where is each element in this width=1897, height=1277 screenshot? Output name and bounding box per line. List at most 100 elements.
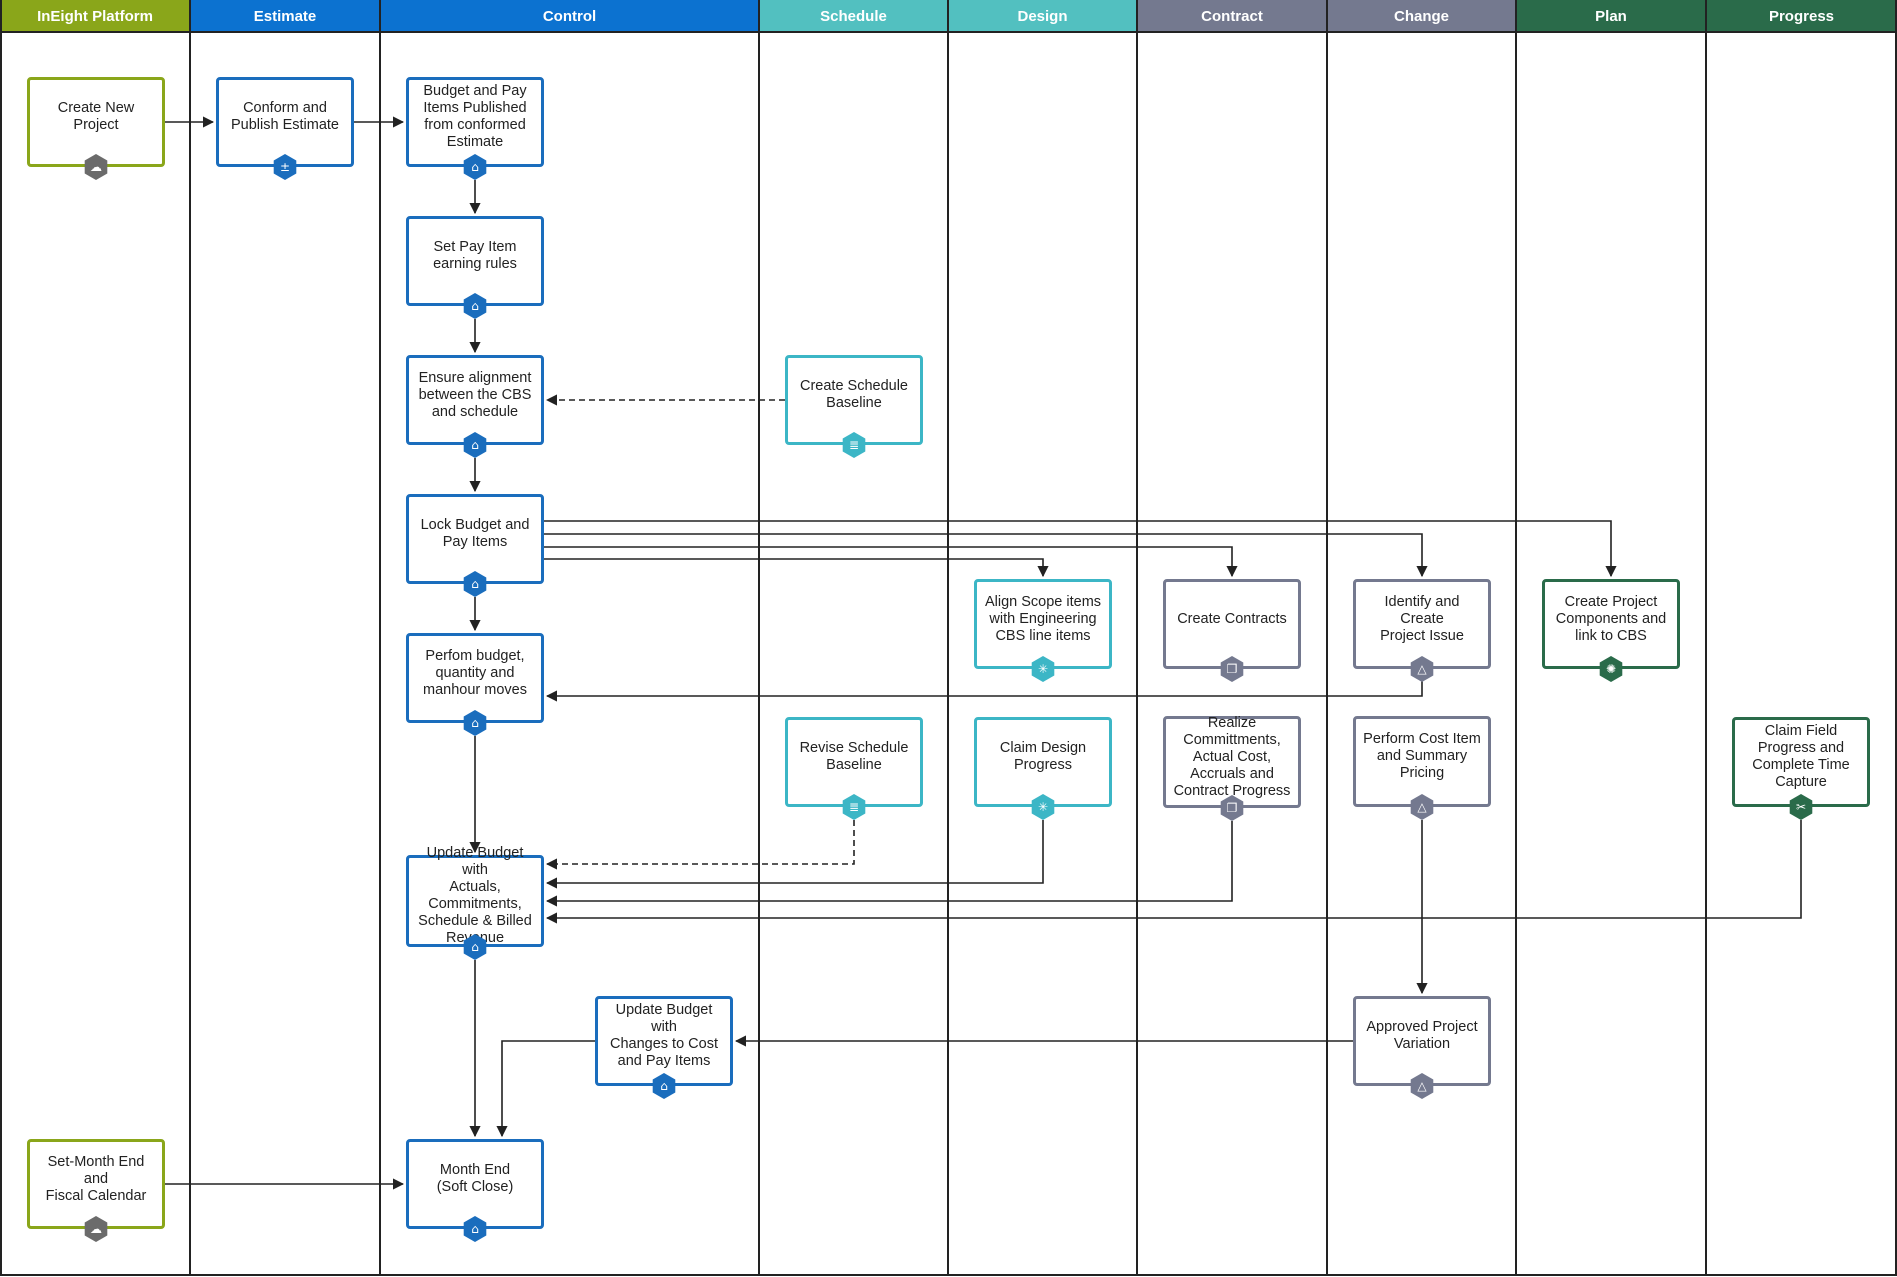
node-label: Create Project Components and link to CB… [1555, 593, 1667, 644]
node-label: Perform Cost Item and Summary Pricing [1363, 731, 1481, 781]
connector-revise-schedule-baseline-to-update-budget-actuals [545, 820, 855, 870]
connector-claim-design-progress-to-update-budget-actuals [545, 820, 1044, 889]
cloud-icon: ☁ [82, 1215, 110, 1243]
design-icon-glyph: ✳ [1037, 662, 1049, 676]
control-icon: ⌂ [461, 431, 489, 459]
connector-lock-budget-to-align-scope-items [544, 558, 1049, 578]
node-label: Claim Design Progress [999, 740, 1087, 773]
node-label: Update Budget with Changes to Cost and P… [609, 1002, 718, 1069]
control-icon: ⌂ [650, 1072, 678, 1100]
connector-claim-field-progress-to-update-budget-actuals [545, 820, 1802, 924]
node-set-month-end[interactable]: Set-Month End and Fiscal Calendar [27, 1139, 165, 1229]
change-icon-glyph: △ [1417, 662, 1427, 676]
node-realize-commitments[interactable]: Realize Committments, Actual Cost, Accru… [1163, 714, 1301, 808]
lane-header-label-contract: Contract [1201, 8, 1263, 25]
node-label: Ensure alignment between the CBS and sch… [418, 369, 532, 420]
control-icon-glyph: ⌂ [660, 1079, 668, 1093]
node-budget-pay-items-published[interactable]: Budget and Pay Items Published from conf… [406, 77, 544, 167]
node-perform-cost-item-pricing[interactable]: Perform Cost Item and Summary Pricing [1353, 716, 1491, 807]
node-create-project-components[interactable]: Create Project Components and link to CB… [1542, 579, 1680, 669]
lane-header-change [1327, 0, 1516, 32]
node-label: Budget and Pay Items Published from conf… [423, 83, 527, 150]
node-label: Update Budget with Actuals, Commitments,… [418, 845, 532, 946]
cloud-icon: ☁ [82, 153, 110, 181]
lane-header-label-progress: Progress [1769, 8, 1834, 25]
node-create-schedule-baseline[interactable]: Create Schedule Baseline [785, 355, 923, 445]
lane-header-control [380, 0, 759, 32]
node-label: Identify and Create Project Issue [1380, 593, 1464, 644]
lane-header-label-design: Design [1017, 8, 1067, 25]
node-update-budget-actuals[interactable]: Update Budget with Actuals, Commitments,… [406, 845, 544, 947]
lane-header-schedule [759, 0, 948, 32]
control-icon: ⌂ [461, 933, 489, 961]
lane-header-contract [1137, 0, 1327, 32]
node-label: Set-Month End and Fiscal Calendar [45, 1153, 147, 1204]
node-label: Claim Field Progress and Complete Time C… [1752, 723, 1850, 790]
node-label: Realize Committments, Actual Cost, Accru… [1173, 714, 1291, 799]
node-label: Conform and Publish Estimate [231, 100, 339, 133]
node-approved-project-variation[interactable]: Approved Project Variation [1353, 996, 1491, 1086]
node-set-pay-item-rules[interactable]: Set Pay Item earning rules [406, 216, 544, 306]
control-icon-glyph: ⌂ [471, 1222, 479, 1236]
control-icon-glyph: ⌂ [471, 940, 479, 954]
node-label: Align Scope items with Engineering CBS l… [984, 593, 1102, 644]
lane-header-design [948, 0, 1137, 32]
lane-header-label-plan: Plan [1595, 8, 1627, 25]
control-icon: ⌂ [461, 570, 489, 598]
schedule-icon: ≣ [840, 793, 868, 821]
design-icon: ✳ [1029, 793, 1057, 821]
connector-realize-commitments-to-update-budget-actuals [545, 821, 1233, 907]
lane-header-progress [1706, 0, 1897, 32]
schedule-icon-glyph: ≣ [848, 800, 860, 814]
node-label: Revise Schedule Baseline [799, 740, 909, 773]
calculator-icon-glyph: ± [279, 160, 291, 174]
node-lock-budget[interactable]: Lock Budget and Pay Items [406, 494, 544, 584]
connector-lock-budget-to-identify-project-issue [544, 533, 1428, 578]
lane-header-label-platform: InEight Platform [37, 8, 153, 25]
contract-icon-glyph: ❐ [1226, 662, 1238, 676]
contract-icon-glyph: ❐ [1226, 801, 1238, 815]
node-create-new-project[interactable]: Create New Project [27, 77, 165, 167]
node-label: Month End (Soft Close) [436, 1162, 514, 1195]
change-icon: △ [1408, 793, 1436, 821]
control-icon-glyph: ⌂ [471, 577, 479, 591]
lane-header-estimate [190, 0, 380, 32]
node-perform-budget-moves[interactable]: Perfom budget, quantity and manhour move… [406, 633, 544, 723]
node-label: Create New Project [57, 100, 135, 133]
lane-header-label-schedule: Schedule [820, 8, 887, 25]
connector-lock-budget-to-create-contracts [544, 546, 1238, 578]
node-label: Set Pay Item earning rules [433, 239, 517, 272]
lane-header-platform [0, 0, 190, 32]
control-icon: ⌂ [461, 709, 489, 737]
node-label: Create Contracts [1177, 610, 1287, 627]
schedule-icon: ≣ [840, 431, 868, 459]
control-icon-glyph: ⌂ [471, 299, 479, 313]
node-month-end-soft-close[interactable]: Month End (Soft Close) [406, 1139, 544, 1229]
node-label: Lock Budget and Pay Items [420, 517, 530, 550]
calculator-icon: ± [271, 153, 299, 181]
cloud-icon-glyph: ☁ [90, 160, 102, 174]
control-icon-glyph: ⌂ [471, 716, 479, 730]
design-icon: ✳ [1029, 655, 1057, 683]
design-icon-glyph: ✳ [1037, 800, 1049, 814]
schedule-icon-glyph: ≣ [848, 438, 860, 452]
cloud-icon-glyph: ☁ [90, 1222, 102, 1236]
connector-lock-budget-to-create-project-components [544, 520, 1617, 578]
control-icon: ⌂ [461, 153, 489, 181]
node-label: Perfom budget, quantity and manhour move… [423, 647, 527, 698]
lane-header-label-control: Control [543, 8, 596, 25]
node-identify-project-issue[interactable]: Identify and Create Project Issue [1353, 579, 1491, 669]
connector-update-budget-changes-to-month-end-soft-close [496, 1040, 595, 1138]
progress-icon-glyph: ✂ [1795, 800, 1807, 814]
change-icon: △ [1408, 1072, 1436, 1100]
node-claim-design-progress[interactable]: Claim Design Progress [974, 717, 1112, 807]
node-conform-publish-estimate[interactable]: Conform and Publish Estimate [216, 77, 354, 167]
progress-icon: ✂ [1787, 793, 1815, 821]
node-label: Create Schedule Baseline [799, 378, 908, 411]
control-icon-glyph: ⌂ [471, 438, 479, 452]
connector-identify-project-issue-to-perform-budget-moves [545, 669, 1423, 702]
contract-icon: ❐ [1218, 794, 1246, 822]
